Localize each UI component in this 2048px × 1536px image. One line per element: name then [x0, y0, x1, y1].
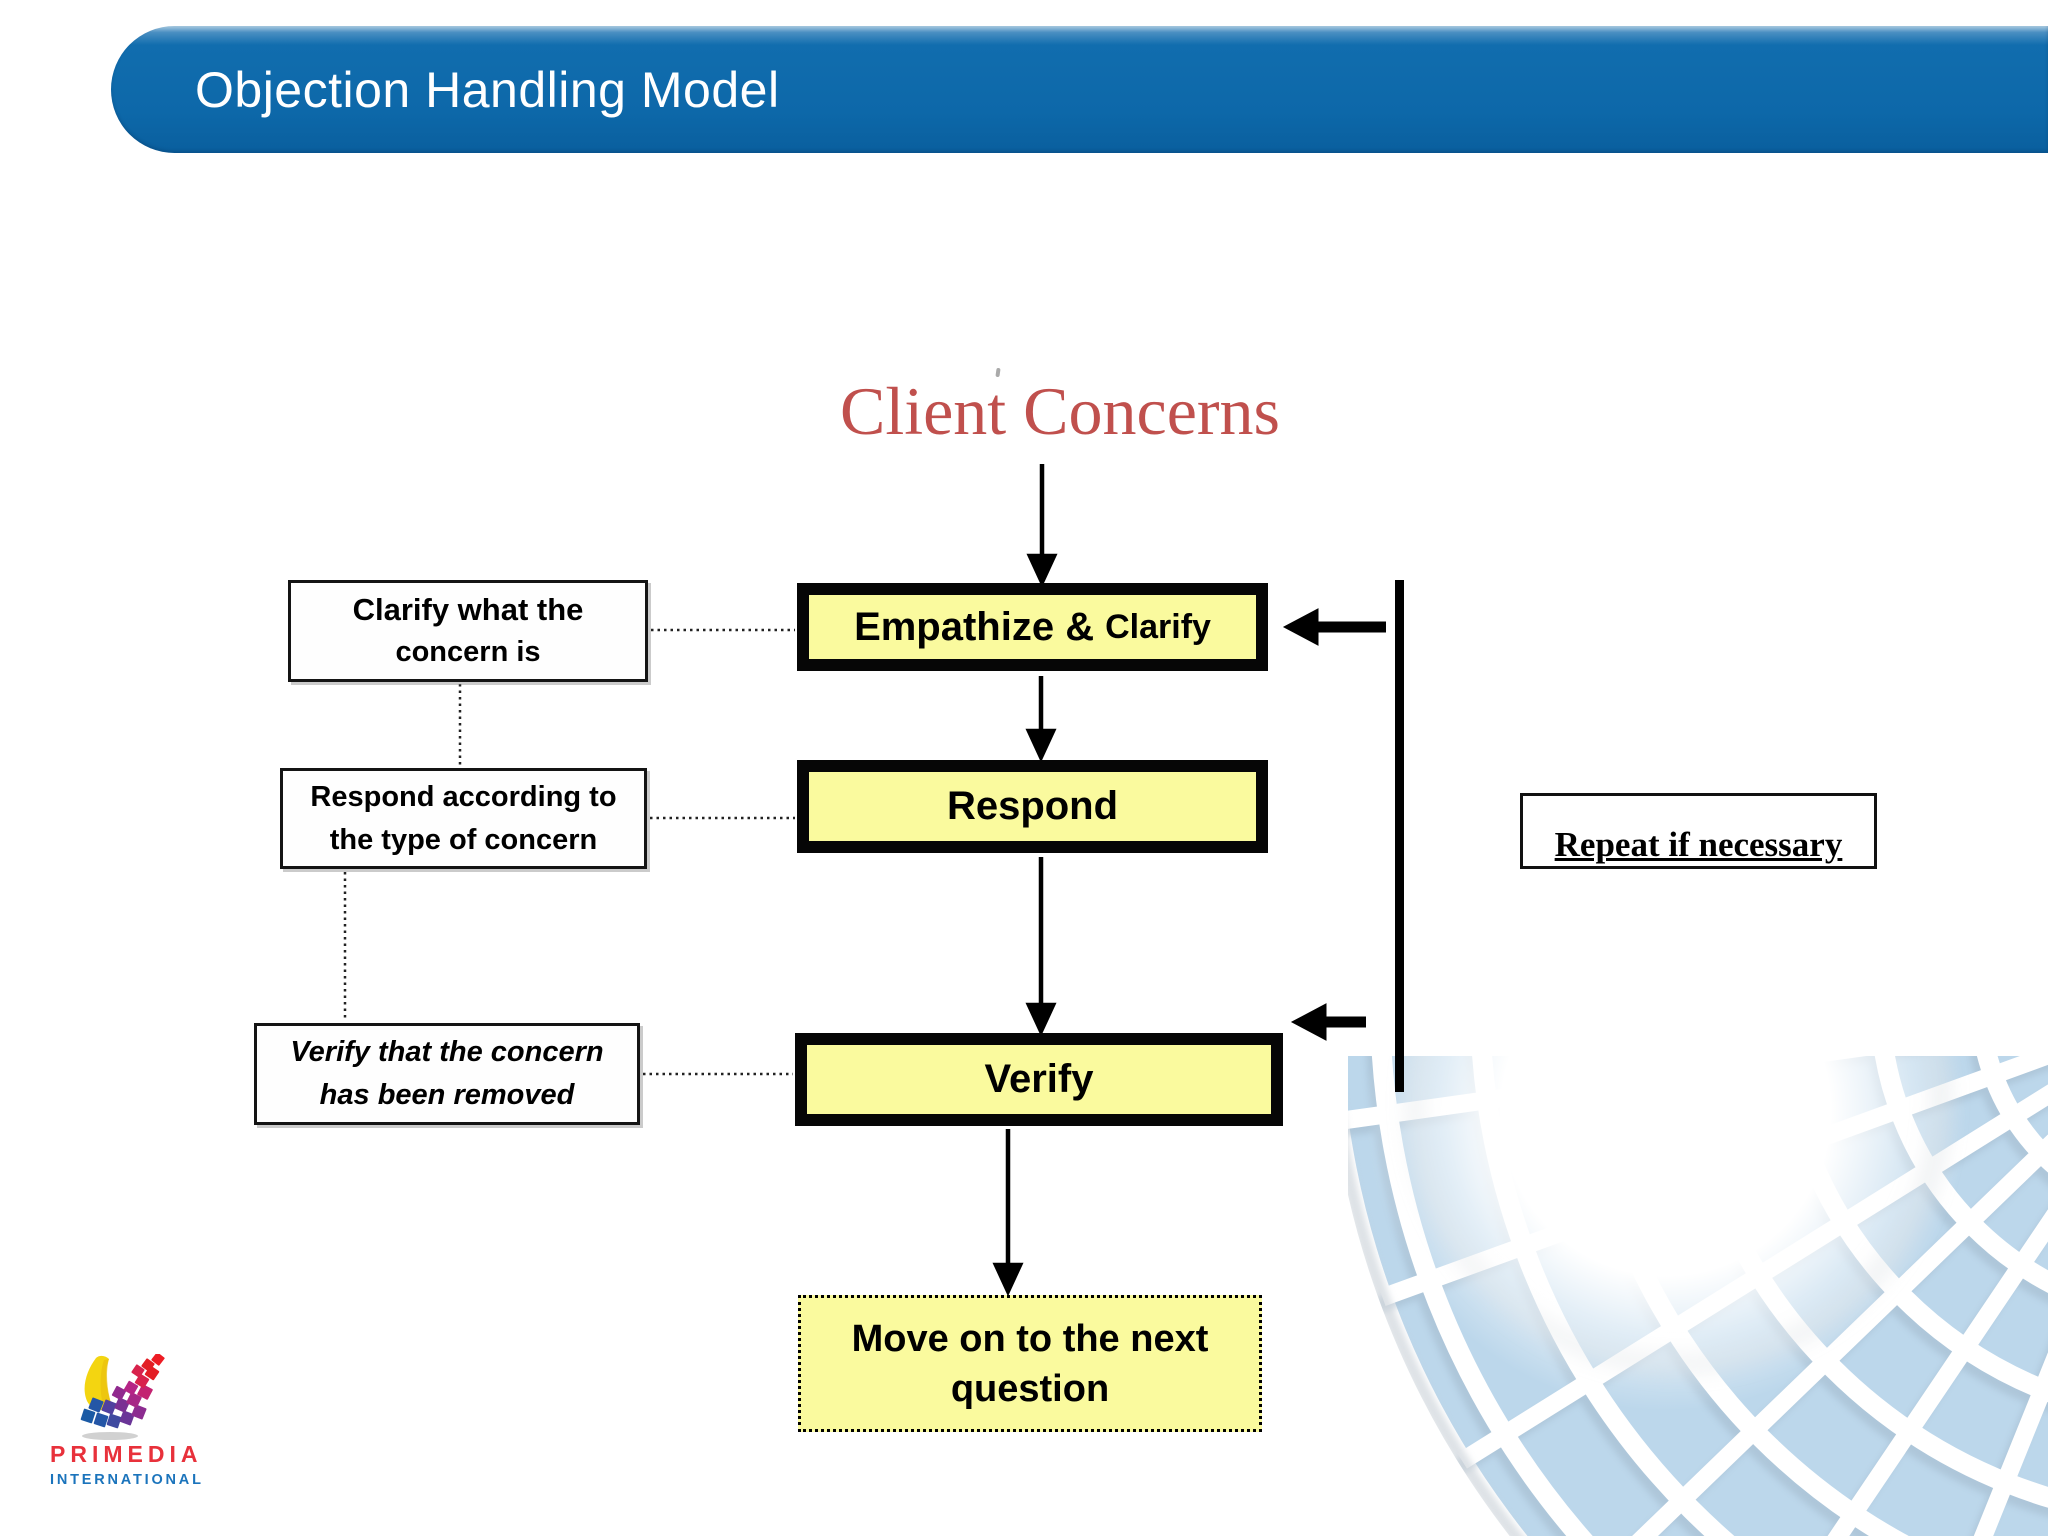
repeat-to-empathize-arrow [1282, 608, 1386, 646]
verify-label: Verify [984, 1057, 1094, 1101]
annotation-box-clarify: Clarify what the concern is [288, 580, 648, 682]
repeat-note-label: Repeat if necessary [1554, 825, 1843, 864]
empathize-label-secondary: Clarify [1105, 607, 1211, 646]
repeat-bracket-line [1395, 580, 1404, 1092]
step-box-empathize: Empathize & Clarify [797, 583, 1268, 671]
clarify-note-line2: concern is [395, 636, 541, 668]
primedia-subtitle: INTERNATIONAL [50, 1472, 204, 1488]
respond-note-line2: the type of concern [329, 823, 598, 856]
repeat-note-box: Repeat if necessary [1520, 793, 1877, 869]
step-box-verify: Verify [795, 1033, 1283, 1126]
header-bar: Objection Handling Model [111, 26, 2048, 153]
respond-label: Respond [946, 784, 1119, 828]
empathize-label-main: Empathize & [854, 604, 1095, 649]
repeat-to-verify-arrow [1290, 1003, 1366, 1041]
annotation-box-verify: Verify that the concern has been removed [254, 1023, 640, 1125]
move-on-line2: question [950, 1367, 1110, 1410]
primedia-wordmark: PRIMEDIA [50, 1441, 203, 1467]
diagram-heading: Client Concerns [839, 373, 1281, 449]
clarify-note-line1: Clarify what the [352, 592, 584, 627]
step-box-move-on: Move on to the next question [798, 1295, 1262, 1432]
move-on-line1: Move on to the next [851, 1317, 1209, 1360]
client-to-empathize-arrow [1026, 464, 1058, 588]
globe-watermark-icon [1348, 1056, 2048, 1536]
primedia-logo-icon [80, 1354, 165, 1440]
step-box-respond: Respond [797, 760, 1268, 853]
respond-to-verify-arrow [1025, 857, 1057, 1037]
page-title: Objection Handling Model [195, 61, 780, 118]
verify-to-move-on-arrow [992, 1129, 1024, 1297]
verify-note-line1: Verify that the concern [290, 1036, 604, 1068]
empathize-to-respond-arrow [1025, 676, 1057, 763]
verify-note-line2: has been removed [319, 1079, 575, 1111]
annotation-box-respond: Respond according to the type of concern [280, 768, 647, 869]
respond-note-line1: Respond according to [310, 780, 617, 813]
